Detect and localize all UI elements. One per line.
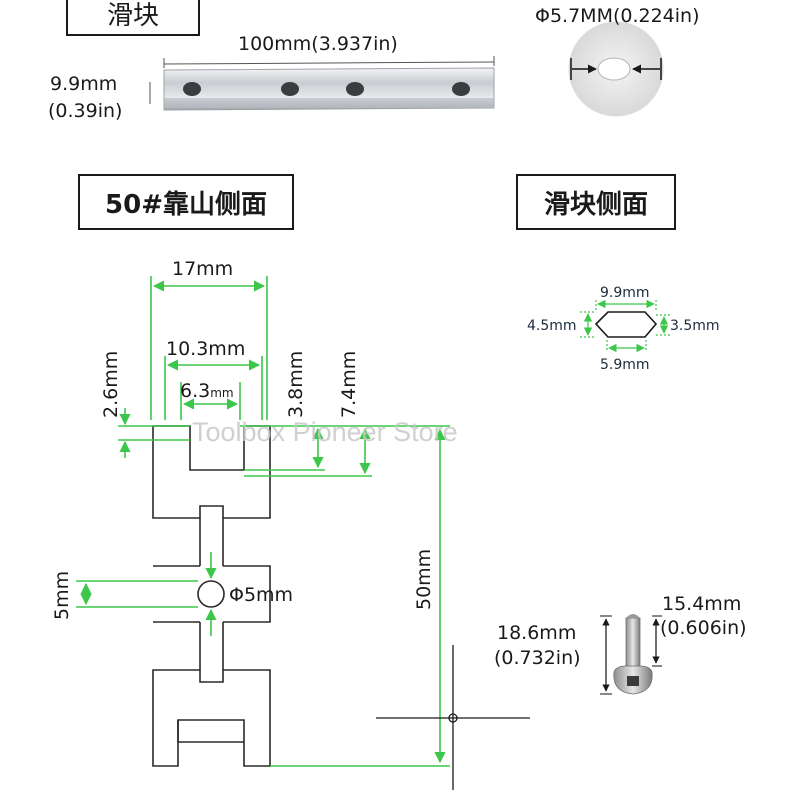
screw-shank xyxy=(625,617,641,669)
slider-height-mm-label: 9.9mm xyxy=(50,73,117,95)
washer-diameter-label: Φ5.7MM(0.224in) xyxy=(535,5,700,27)
slider-section-outline xyxy=(594,311,658,338)
screw-shank-mm-label: 15.4mm xyxy=(662,593,741,615)
washer-drawing xyxy=(568,21,664,117)
profile-gap-label: 5mm xyxy=(51,571,73,620)
profile-height-label: 50mm xyxy=(413,549,435,610)
slider-hole xyxy=(281,82,299,96)
slider-hole xyxy=(452,82,470,96)
slider-side-heading: 滑块侧面 xyxy=(543,189,648,220)
screw-hex-socket xyxy=(627,676,639,686)
slider-section-drawing xyxy=(580,299,670,353)
profile-center-hole xyxy=(197,580,225,608)
profile-depth-a-label: 3.8mm xyxy=(285,351,307,418)
slider-hole xyxy=(183,82,201,96)
screw-drawing xyxy=(600,614,662,695)
slider-height-in-label: (0.39in) xyxy=(48,100,122,122)
profile-width-label: 17mm xyxy=(172,258,233,280)
screw-length-mm-label: 18.6mm xyxy=(497,622,576,644)
profile-slot-width-unit: mm xyxy=(210,386,233,400)
profile-spine xyxy=(199,518,224,566)
profile-spine-lower xyxy=(199,622,224,670)
crosshair xyxy=(376,645,530,790)
slider-section-right-label: 3.5mm xyxy=(670,318,720,334)
profile-inner-width-label: 10.3mm xyxy=(166,338,245,360)
profile-hole-label: Φ5mm xyxy=(229,584,293,606)
slider-section-top-label: 9.9mm xyxy=(600,285,650,301)
slider-bar-drawing xyxy=(149,56,495,111)
washer-hole xyxy=(597,57,631,81)
slider-heading: 滑块 xyxy=(106,0,159,31)
screw-shank-in-label: (0.606in) xyxy=(660,617,747,639)
slider-side-heading-box: 滑块侧面 xyxy=(516,174,676,230)
slider-section-left-label: 4.5mm xyxy=(527,318,577,334)
profile-slot-width-value: 6.3 xyxy=(180,380,210,402)
slider-length-label: 100mm(3.937in) xyxy=(238,33,398,55)
profile-middle-block xyxy=(153,565,271,623)
profile-depth-b-label: 7.4mm xyxy=(338,351,360,418)
profile-dimensions xyxy=(76,276,450,767)
profile-bottom-slot xyxy=(177,720,244,743)
slider-section-bottom-label: 5.9mm xyxy=(600,357,650,373)
slider-heading-box: 滑块 xyxy=(66,0,200,36)
profile-side-heading-box: 50#靠山侧面 xyxy=(78,174,294,230)
profile-slot-width-label: 6.3mm xyxy=(180,380,234,402)
profile-bottom-block xyxy=(152,669,271,767)
slider-hole xyxy=(346,82,364,96)
watermark: Toolbox Pioneer Store xyxy=(192,417,458,447)
screw-length-in-label: (0.732in) xyxy=(494,647,581,669)
profile-side-heading: 50#靠山侧面 xyxy=(105,189,267,220)
profile-lip-label: 2.6mm xyxy=(100,351,122,418)
